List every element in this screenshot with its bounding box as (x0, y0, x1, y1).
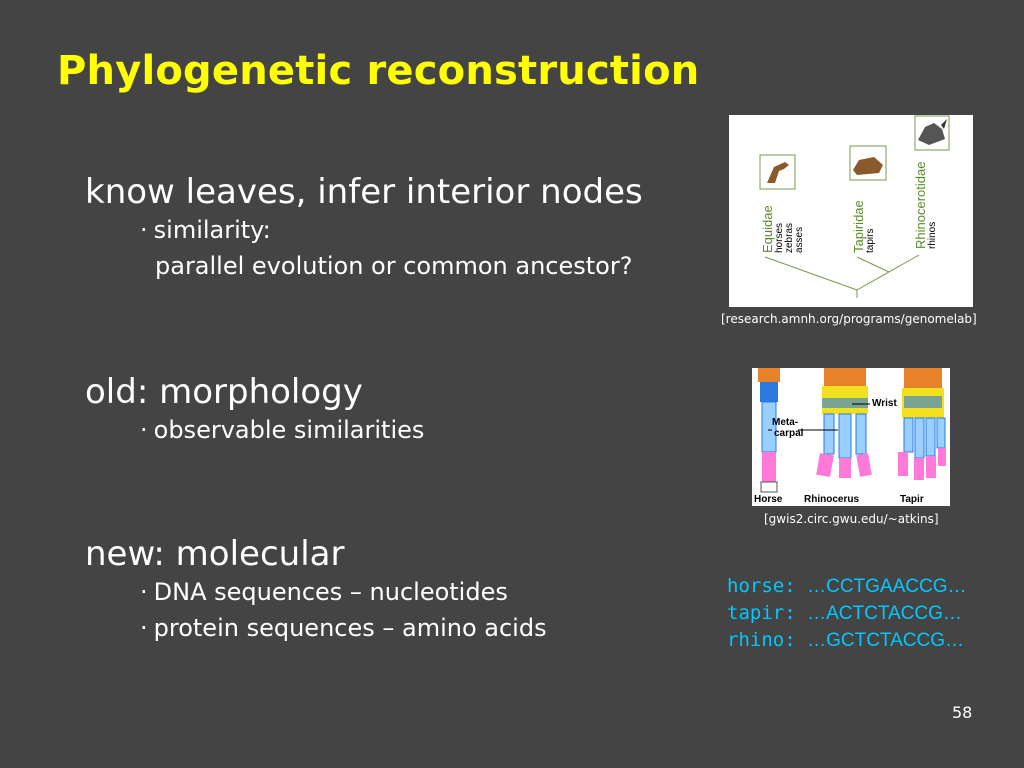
section-leaves: know leaves, infer interior nodes ·simil… (85, 172, 643, 284)
bullet-dot: · (140, 614, 148, 642)
tapir-image-frame (849, 145, 887, 181)
slide-title: Phylogenetic reconstruction (57, 48, 700, 94)
sequence-row-tapir: tapir: …ACTCTACCG… (727, 602, 962, 624)
limb-bones-figure: Wrist Meta- carpal Horse Rhinocerus Tapi… (752, 368, 950, 506)
metacarpal-label-2: carpal (774, 428, 804, 439)
phylogeny-tree-figure: Equidae horses zebras asses Tapiridae ta… (729, 115, 973, 307)
wrist-label: Wrist (872, 398, 897, 409)
sequence-row-horse: horse: …CCTGAACCG… (727, 575, 967, 597)
page-number: 58 (952, 703, 973, 722)
limb-diagram: Wrist Meta- carpal Horse Rhinocerus Tapi… (754, 368, 946, 505)
member-label: zebras (784, 223, 795, 253)
bullet-dot: · (140, 578, 148, 606)
bullet-dot: · (140, 216, 148, 244)
bullet-item: ·protein sequences – amino acids (140, 614, 547, 642)
rhino-icon (918, 119, 947, 145)
tapir-icon (853, 157, 883, 175)
section-morphology: old: morphology ·observable similarities (85, 372, 424, 448)
bullet-item: ·similarity: (140, 216, 271, 244)
member-label: rhinos (927, 222, 938, 249)
horse-icon (767, 162, 789, 183)
family-label: Tapiridae (851, 200, 866, 253)
metacarpal-label-1: Meta- (772, 417, 798, 428)
bullet-dot: · (140, 416, 148, 444)
tree-diagram: Equidae horses zebras asses Tapiridae ta… (759, 115, 950, 298)
sequence-row-rhino: rhino: …GCTCTACCG… (727, 629, 965, 651)
member-label: tapirs (865, 229, 876, 253)
bullet-continuation: parallel evolution or common ancestor? (155, 252, 633, 280)
family-label: Equidae (760, 205, 775, 253)
section-heading: know leaves, infer interior nodes (85, 172, 643, 212)
family-label: Rhinocerotidae (913, 162, 928, 249)
tree-figure-caption: [research.amnh.org/programs/genomelab] (721, 312, 977, 326)
bullet-item: ·observable similarities (140, 416, 425, 444)
horse-limb (758, 368, 780, 493)
member-label: asses (794, 227, 805, 253)
section-heading: new: molecular (85, 534, 345, 574)
limb-figure-caption: [gwis2.circ.gwu.edu/~atkins] (764, 512, 939, 526)
tapir-label: Tapir (900, 494, 924, 505)
member-label: horses (774, 223, 785, 253)
horse-label: Horse (754, 494, 783, 505)
rhino-label: Rhinocerus (804, 494, 859, 505)
bullet-item: ·DNA sequences – nucleotides (140, 578, 508, 606)
horse-image-frame (759, 154, 796, 190)
rhino-image-frame (914, 115, 950, 151)
rhinoceros-limb (816, 368, 872, 478)
section-molecular: new: molecular ·DNA sequences – nucleoti… (85, 534, 547, 646)
sequence-block: horse: …CCTGAACCG… tapir: …ACTCTACCG… rh… (727, 573, 967, 654)
section-heading: old: morphology (85, 372, 363, 412)
tapir-limb (898, 368, 946, 480)
